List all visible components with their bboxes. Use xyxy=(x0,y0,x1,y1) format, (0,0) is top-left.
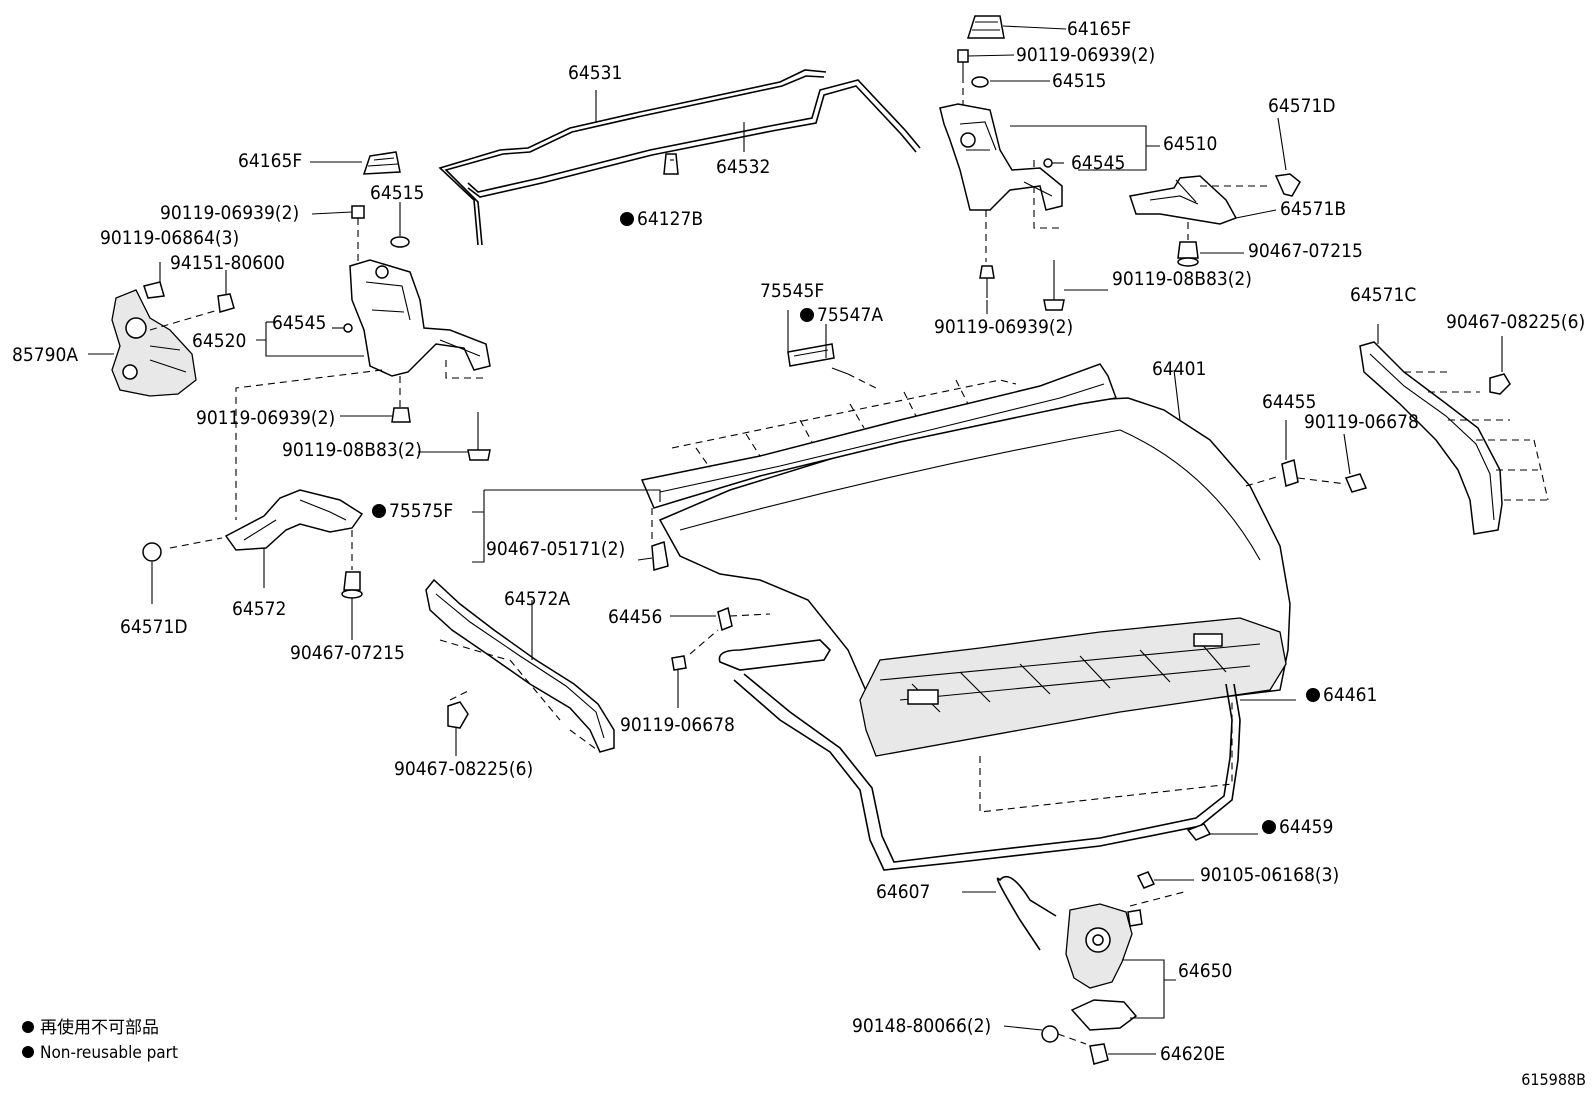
non-reusable-dot xyxy=(372,504,386,518)
legend-dot xyxy=(22,1046,34,1058)
non-reusable-dot xyxy=(1262,820,1276,834)
label-90119-06939-mid: 90119-06939(2) xyxy=(934,316,1074,338)
label-64456: 64456 xyxy=(608,606,663,628)
garnish-64572A xyxy=(425,578,615,756)
label-64510: 64510 xyxy=(1163,133,1218,155)
label-64572: 64572 xyxy=(232,598,287,620)
label-64607: 64607 xyxy=(876,881,931,903)
label-90119-06939-top: 90119-06939(2) xyxy=(1016,44,1156,66)
non-reusable-dot xyxy=(620,212,634,226)
label-90119-06939-left: 90119-06939(2) xyxy=(160,202,300,224)
label-64455: 64455 xyxy=(1262,391,1317,413)
figure-reference: 615988B xyxy=(1521,1070,1586,1089)
weatherstrip-64461 xyxy=(718,639,1296,871)
label-64515-left: 64515 xyxy=(370,182,425,204)
label-90467-08225-right: 90467-08225(6) xyxy=(1446,311,1586,333)
label-64459: 64459 xyxy=(1262,816,1333,838)
label-90148-80066: 90148-80066(2) xyxy=(852,1015,992,1037)
label-64165F-top: 64165F xyxy=(1067,18,1132,40)
label-64620E: 64620E xyxy=(1160,1043,1226,1065)
label-text: 75575F xyxy=(389,500,454,522)
label-64520: 64520 xyxy=(192,330,247,352)
label-75545F: 75545F xyxy=(760,280,825,302)
bracket-64571B xyxy=(1129,117,1301,267)
label-text: 64461 xyxy=(1323,684,1378,706)
label-text: 64459 xyxy=(1279,816,1334,838)
label-64571C: 64571C xyxy=(1350,284,1417,306)
label-64461: 64461 xyxy=(1306,684,1377,706)
non-reusable-dot xyxy=(1306,688,1320,702)
cap-64459 xyxy=(1186,823,1258,841)
label-64127B: 64127B xyxy=(620,208,703,230)
stop-64455 xyxy=(1245,420,1368,493)
label-64532: 64532 xyxy=(716,156,771,178)
label-64571D-left: 64571D xyxy=(120,616,188,638)
label-90119-08B83-left: 90119-08B83(2) xyxy=(282,439,422,461)
label-64165F-left: 64165F xyxy=(238,150,303,172)
label-64571B: 64571B xyxy=(1280,198,1347,220)
hinge-64510 xyxy=(939,15,1160,314)
label-90467-07215-left: 90467-07215 xyxy=(290,642,405,664)
label-64545-right: 64545 xyxy=(1071,152,1126,174)
label-64515-right: 64515 xyxy=(1052,70,1107,92)
label-94151-80600: 94151-80600 xyxy=(170,252,285,274)
label-90467-05171: 90467-05171(2) xyxy=(486,538,626,560)
bracket-64572 xyxy=(142,489,364,640)
legend-line-ja: 再使用不可部品 xyxy=(22,1018,159,1038)
label-64545-left: 64545 xyxy=(272,312,327,334)
trunk-lid-64401 xyxy=(658,397,1291,813)
stop-64456 xyxy=(670,606,771,708)
label-75547A: 75547A xyxy=(800,304,883,326)
label-90467-08225-left: 90467-08225(6) xyxy=(394,758,534,780)
label-90105-06168: 90105-06168(3) xyxy=(1200,864,1340,886)
legend-text-en: Non-reusable part xyxy=(40,1043,178,1063)
label-90467-07215-right: 90467-07215 xyxy=(1248,240,1363,262)
label-64571D-top: 64571D xyxy=(1268,95,1336,117)
emblem-75545F xyxy=(787,310,881,391)
lock-64650 xyxy=(1003,871,1194,1065)
label-90119-06678-left: 90119-06678 xyxy=(620,714,735,736)
label-64531: 64531 xyxy=(568,62,623,84)
label-64401: 64401 xyxy=(1152,358,1207,380)
legend-dot xyxy=(22,1021,34,1033)
label-90119-08B83-right: 90119-08B83(2) xyxy=(1112,268,1252,290)
label-64650: 64650 xyxy=(1178,960,1233,982)
label-90119-06864: 90119-06864(3) xyxy=(100,227,240,249)
cable-64607 xyxy=(962,875,1057,951)
torsion-rod-64532 xyxy=(467,79,921,198)
legend-line-en: Non-reusable part xyxy=(22,1043,178,1063)
label-75575F: 75575F xyxy=(372,500,453,522)
legend-text-ja: 再使用不可部品 xyxy=(40,1018,159,1038)
non-reusable-dot xyxy=(800,308,814,322)
hinge-64520 xyxy=(235,151,491,520)
torsion-rod-64531 xyxy=(438,69,827,246)
label-90119-06678-right: 90119-06678 xyxy=(1304,411,1419,433)
label-90119-06939-left2: 90119-06939(2) xyxy=(196,407,336,429)
label-text: 75547A xyxy=(817,304,884,326)
motor-85790A xyxy=(88,262,235,397)
label-85790A: 85790A xyxy=(12,344,79,366)
label-text: 64127B xyxy=(637,208,704,230)
spoiler-75575F xyxy=(472,363,1118,571)
clip-64127B xyxy=(663,153,679,175)
garnish-64571C xyxy=(1359,324,1549,535)
label-64572A: 64572A xyxy=(504,588,571,610)
